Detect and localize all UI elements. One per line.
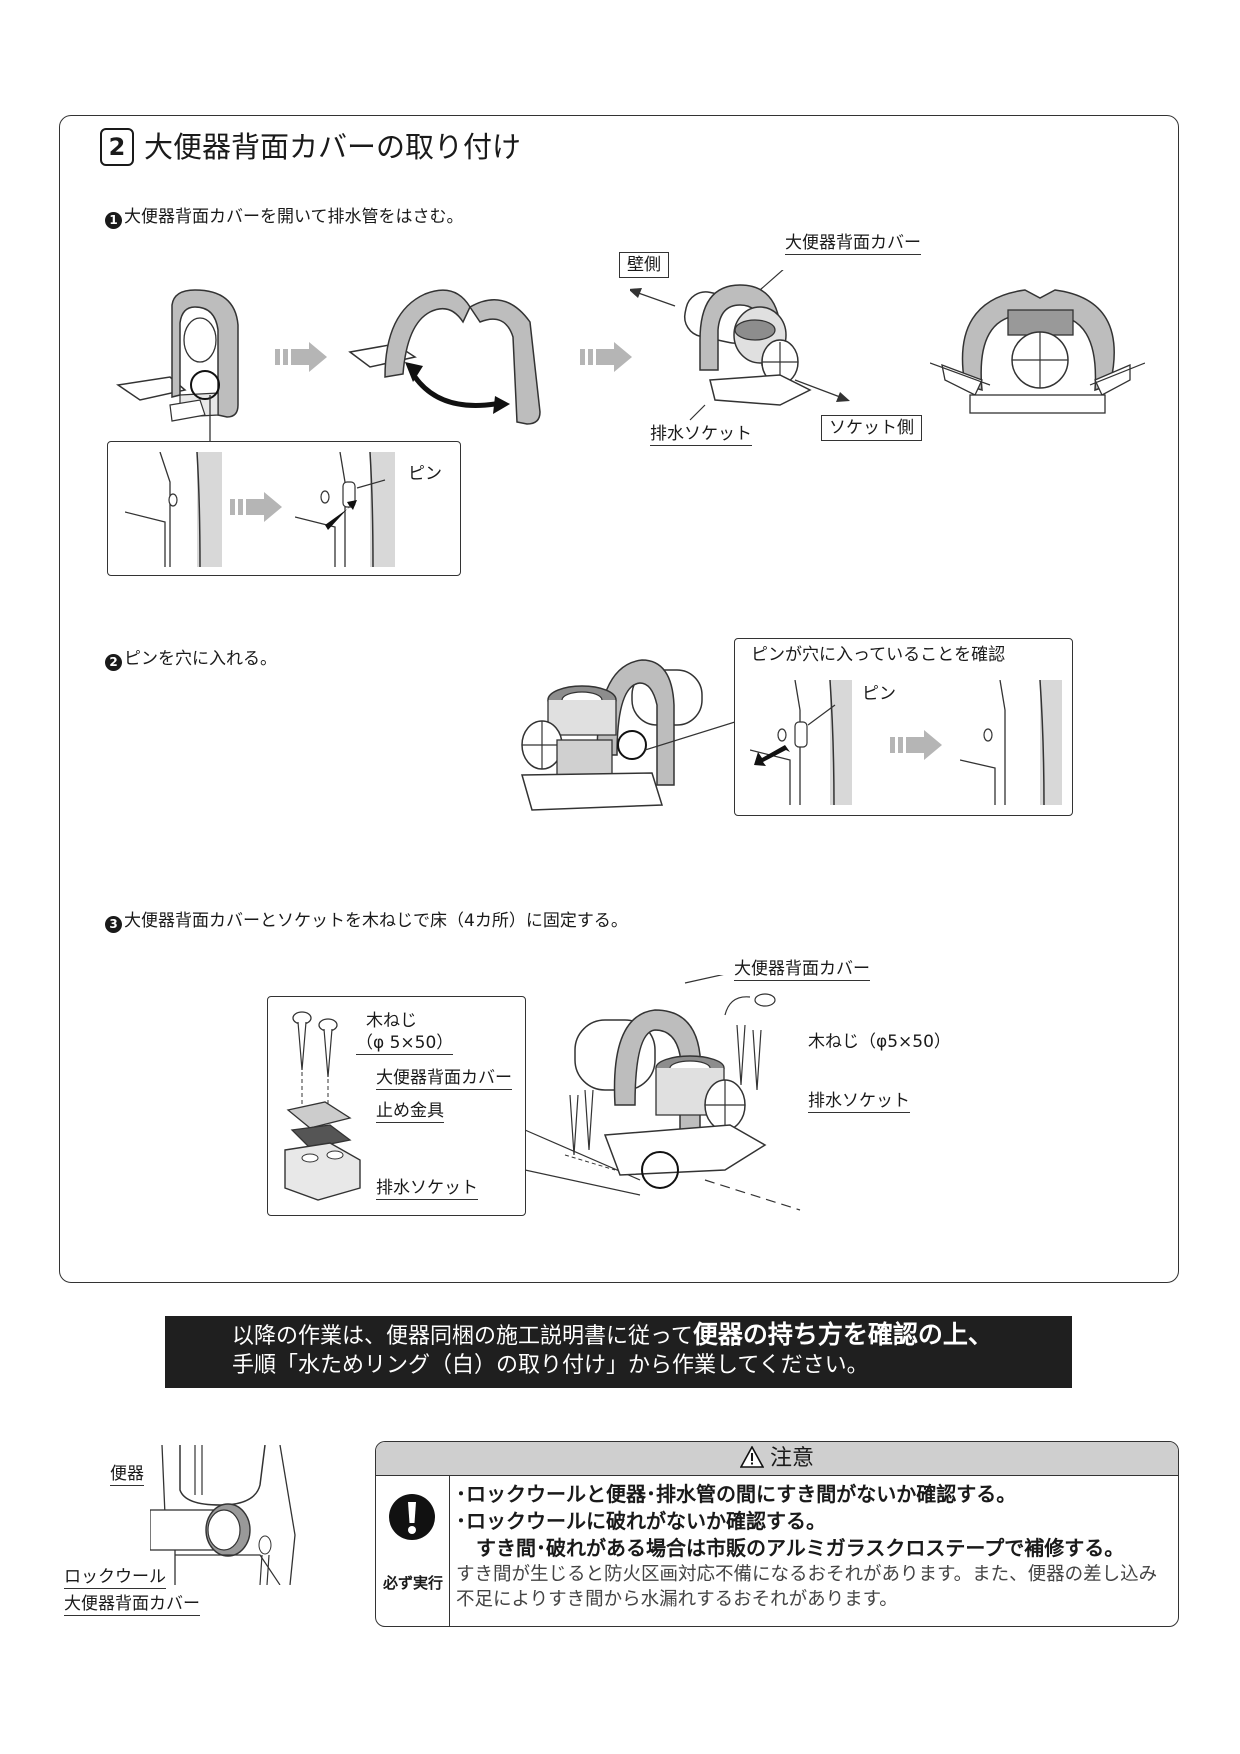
label-rear-cover-side: 大便器背面カバー: [64, 1594, 200, 1616]
label-rear-cover-main: 大便器背面カバー: [734, 959, 870, 981]
section-number: 2: [100, 128, 134, 166]
caution-line: すき間･破れがある場合は市販のアルミガラスクロステープで補修する。: [456, 1536, 1125, 1560]
mandatory-action-icon: [389, 1494, 435, 1540]
notice-line-2: 手順「水ためリング（白）の取り付け」から作業してください。: [232, 1353, 869, 1378]
label-rear-cover: 大便器背面カバー: [785, 233, 921, 255]
mandatory-label: 必ず実行: [382, 1574, 443, 1592]
illustration-pin-after: [295, 452, 395, 567]
caution-line: ･ロックウールと便器･排水管の間にすき間がないか確認する。: [456, 1482, 1017, 1506]
illustration-cover-open: [348, 289, 541, 425]
illustration-fixed-assembly: [564, 975, 801, 1211]
arrow-right-icon: [890, 730, 942, 760]
caution-icon-cell: 必ず実行: [376, 1475, 450, 1626]
caution-line: ･ロックウールに破れがないか確認する。: [456, 1509, 826, 1533]
illustration-pin-insert: [521, 659, 703, 811]
label-confirm: ピンが穴に入っていることを確認: [751, 645, 1006, 665]
callout-line: [209, 395, 211, 450]
notice-line-1: 以降の作業は、便器同梱の施工説明書に従って便器の持ち方を確認の上、: [232, 1320, 1072, 1351]
label-rear-cover: 大便器背面カバー: [376, 1068, 512, 1090]
label-drain-socket: 排水ソケット: [650, 424, 752, 446]
notice-line-1-normal: 以降の作業は、便器同梱の施工説明書に従って: [232, 1324, 693, 1349]
notice-line-1-bold: 便器の持ち方を確認の上、: [692, 1320, 993, 1349]
illustration-rockwool: [150, 1445, 296, 1585]
section-frame: [59, 115, 1179, 1283]
step-text: 大便器背面カバーを開いて排水管をはさむ。: [124, 207, 464, 227]
step-text: ピンを穴に入れる。: [124, 649, 277, 669]
label-socket-side: ソケット側: [821, 415, 922, 441]
caution-title: 注意: [769, 1446, 814, 1471]
arrow-right-icon: [275, 342, 327, 372]
caution-box: 注意 必ず実行 ･ロックウールと便器･排水管の間にすき間がないか確認する。 ･ロ…: [375, 1441, 1179, 1627]
warning-triangle-icon: [739, 1445, 765, 1478]
detail-inset-pin: [107, 441, 461, 576]
label-pin: ピン: [408, 464, 442, 484]
notice-banner: 以降の作業は、便器同梱の施工説明書に従って便器の持ち方を確認の上、 手順「水ため…: [165, 1316, 1072, 1388]
step-marker: 1: [105, 212, 122, 229]
label-pin: ピン: [862, 684, 896, 704]
label-toilet: 便器: [110, 1464, 144, 1486]
illustration-back-view: [930, 289, 1145, 414]
label-drain-socket-main: 排水ソケット: [808, 1091, 910, 1113]
label-wood-screw-size: （φ 5×50）: [356, 1033, 454, 1055]
label-drain-socket: 排水ソケット: [376, 1178, 478, 1200]
step-marker: 3: [105, 916, 122, 933]
illustration-pin-confirm-after: [960, 680, 1062, 805]
section-title-text: 大便器背面カバーの取り付け: [144, 130, 522, 164]
label-wood-screw: 木ねじ: [366, 1011, 417, 1031]
illustration-pin-confirm-before: [750, 680, 852, 805]
arrow-right-icon: [230, 492, 282, 522]
label-wall-side: 壁側: [619, 252, 669, 278]
step-text: 大便器背面カバーとソケットを木ねじで床（4カ所）に固定する。: [124, 911, 628, 931]
caution-header: 注意: [376, 1442, 1178, 1476]
callout-line: [645, 721, 735, 751]
illustration-pin-before: [125, 452, 222, 567]
arrow-right-icon: [580, 342, 632, 372]
illustration-screw-stack: [284, 1011, 361, 1201]
label-rockwool: ロックウール: [64, 1567, 166, 1589]
illustration-cover-assembled: [630, 270, 850, 421]
illustration-cover-closed: [116, 289, 239, 422]
label-bracket: 止め金具: [376, 1101, 444, 1123]
caution-note: すき間が生じると防火区画対応不備になるおそれがあります。また、便器の差し込み不足…: [456, 1564, 1158, 1610]
section-title: 2 大便器背面カバーの取り付け: [100, 128, 521, 166]
label-wood-screw-main: 木ねじ（φ5×50）: [808, 1032, 951, 1052]
step-marker: 2: [105, 654, 122, 671]
caution-body: ･ロックウールと便器･排水管の間にすき間がないか確認する。 ･ロックウールに破れ…: [456, 1481, 1170, 1612]
